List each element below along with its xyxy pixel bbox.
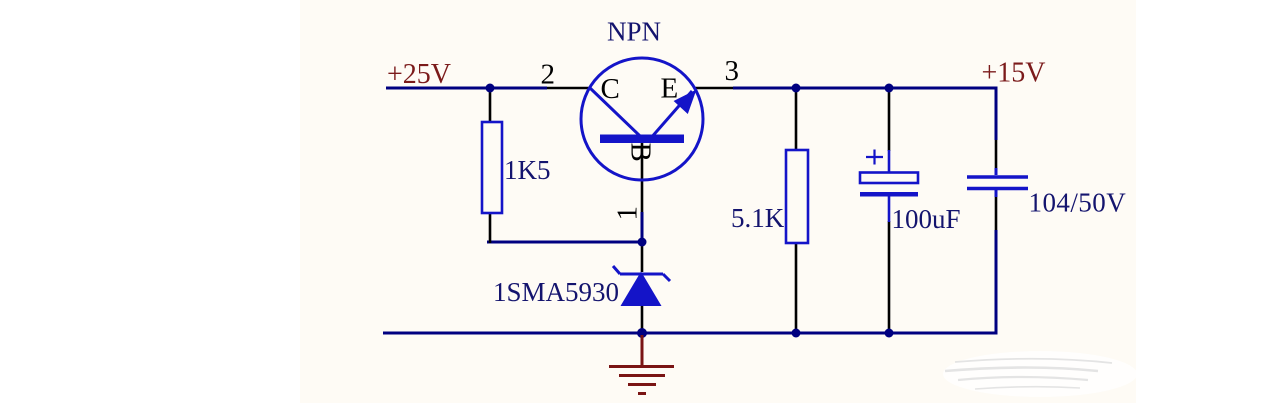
svg-text:100uF: 100uF — [892, 204, 961, 234]
svg-text:2: 2 — [541, 59, 556, 91]
svg-text:104/50V: 104/50V — [1029, 188, 1127, 218]
svg-text:B: B — [625, 143, 657, 162]
svg-text:1SMA5930: 1SMA5930 — [493, 277, 619, 307]
svg-text:1: 1 — [612, 206, 644, 221]
svg-text:+25V: +25V — [387, 59, 451, 90]
svg-text:C: C — [601, 73, 620, 105]
svg-text:3: 3 — [725, 55, 740, 87]
svg-text:5.1K: 5.1K — [731, 203, 785, 233]
svg-text:1K5: 1K5 — [504, 155, 551, 185]
svg-text:NPN: NPN — [607, 17, 661, 47]
svg-text:E: E — [661, 73, 679, 105]
svg-text:+15V: +15V — [982, 58, 1046, 89]
